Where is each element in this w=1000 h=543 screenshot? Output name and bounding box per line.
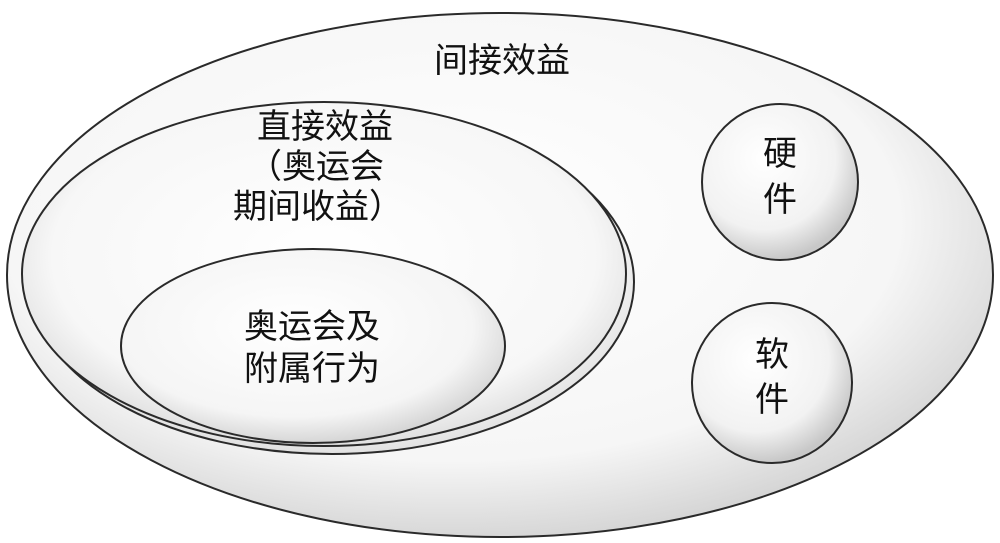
software-label-line-2: 件 (755, 380, 789, 420)
hardware-label-line-2: 件 (763, 180, 797, 220)
direct-benefit-label-line-1: 直接效益 (257, 107, 393, 147)
hardware-circle (701, 103, 859, 261)
direct-benefit-label-line-2: （奥运会 (248, 147, 384, 187)
software-label-line-1: 软 (755, 335, 789, 375)
olympic-activities-ellipse (120, 248, 506, 444)
olympic-activities-label-line-1: 奥运会及 (244, 307, 380, 347)
indirect-benefit-label: 间接效益 (434, 41, 570, 81)
olympic-activities-label-line-2: 附属行为 (244, 349, 380, 389)
software-circle (691, 302, 853, 464)
direct-benefit-label-line-3: 期间收益） (233, 187, 403, 227)
hardware-label-line-1: 硬 (763, 134, 797, 174)
